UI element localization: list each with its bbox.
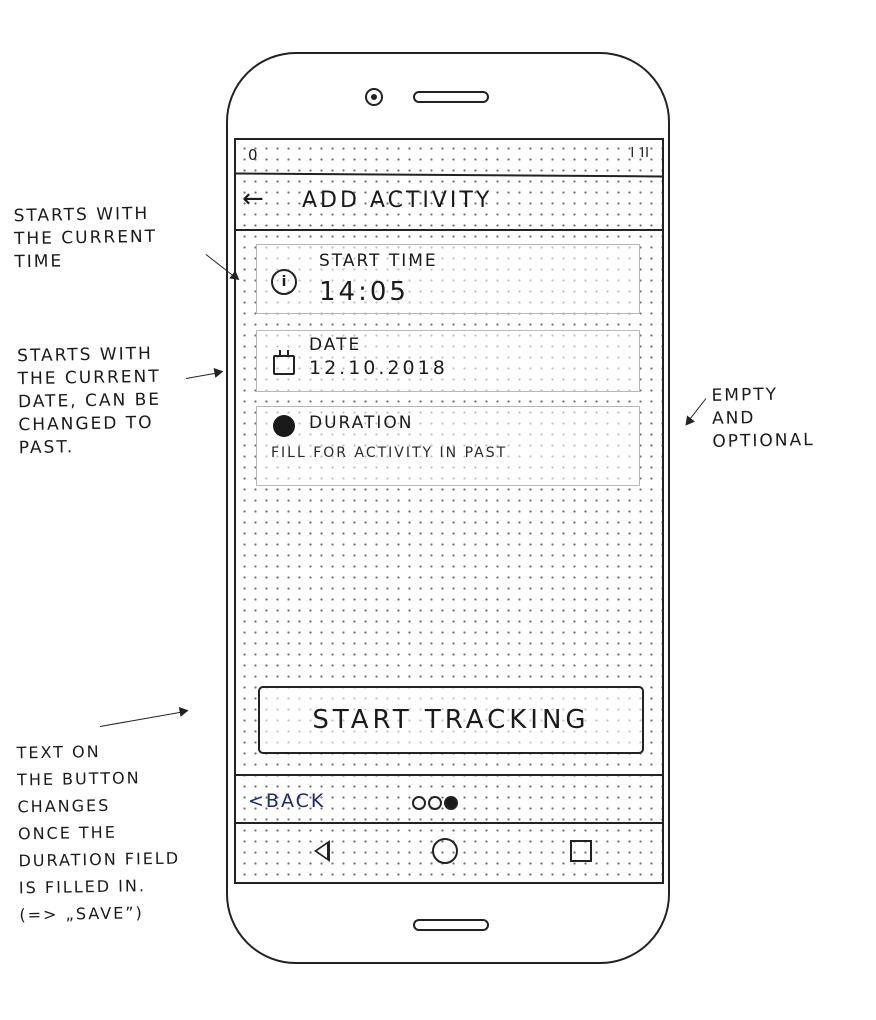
- back-link[interactable]: <BACK: [248, 790, 326, 812]
- duration-annotation: EMPTY AND OPTIONAL: [711, 384, 815, 452]
- duration-label: DURATION: [309, 413, 414, 433]
- date-field[interactable]: DATE 12.10.2018: [256, 330, 640, 392]
- start-time-annotation: STARTS WITH THE CURRENT TIME: [13, 203, 158, 273]
- status-bar-right: I II: [630, 146, 650, 161]
- annotation-arrow: [685, 398, 707, 425]
- pager-dot: [428, 796, 442, 810]
- clock-icon: i: [271, 269, 297, 295]
- start-time-label: START TIME: [319, 251, 438, 271]
- circle-home-icon[interactable]: [432, 838, 458, 864]
- annotation-arrow: [185, 371, 222, 379]
- speaker-grille: [413, 91, 489, 103]
- start-time-field[interactable]: i START TIME 14:05: [256, 244, 640, 314]
- pager-dots: [412, 796, 458, 810]
- arrow-left-icon[interactable]: ←: [242, 184, 264, 214]
- status-bar-divider: [236, 172, 662, 178]
- start-time-value: 14:05: [319, 277, 409, 307]
- date-annotation: STARTS WITH THE CURRENT DATE, CAN BE CHA…: [17, 343, 162, 459]
- footer-divider-bottom: [236, 822, 662, 824]
- camera-icon: [365, 88, 383, 106]
- page-title: ADD ACTIVITY: [302, 188, 493, 213]
- triangle-back-icon[interactable]: [314, 840, 330, 862]
- moon-icon: [273, 415, 295, 437]
- pager-dot: [412, 796, 426, 810]
- annotation-arrow: [99, 710, 187, 727]
- footer-divider-top: [236, 774, 662, 776]
- start-tracking-button[interactable]: START TRACKING: [258, 686, 644, 754]
- calendar-icon: [273, 350, 295, 375]
- button-annotation: TEXT ON THE BUTTON CHANGES ONCE THE DURA…: [16, 741, 181, 925]
- phone-screen: 0 I II ← ADD ACTIVITY i START TIME 14:05…: [234, 138, 664, 884]
- duration-field[interactable]: DURATION FILL FOR ACTIVITY IN PAST: [256, 406, 640, 486]
- home-indicator: [413, 919, 489, 931]
- status-bar-left: 0: [248, 146, 260, 164]
- date-label: DATE: [309, 335, 362, 355]
- duration-placeholder: FILL FOR ACTIVITY IN PAST: [271, 445, 508, 461]
- square-recent-icon[interactable]: [570, 840, 592, 862]
- pager-dot-active: [444, 796, 458, 810]
- app-bar-divider: [236, 229, 662, 231]
- date-value: 12.10.2018: [309, 357, 448, 379]
